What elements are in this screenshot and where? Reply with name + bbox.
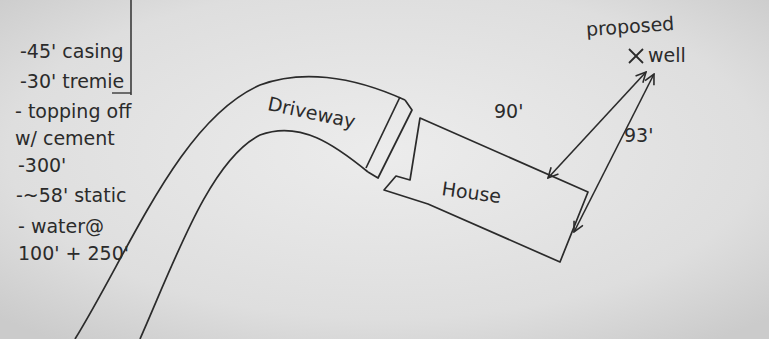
driveway-outline bbox=[368, 100, 412, 178]
well-note: -~58' static bbox=[16, 182, 216, 209]
node-label: Driveway bbox=[265, 90, 358, 135]
table-border bbox=[130, 0, 132, 95]
driveway-outline bbox=[366, 97, 400, 168]
distance-label: 93' bbox=[624, 122, 684, 149]
well-note: - water@ 100' + 250' bbox=[18, 213, 133, 267]
well-mark bbox=[629, 49, 643, 63]
well-note: - topping off w/ cement bbox=[15, 98, 140, 152]
house-outline bbox=[384, 118, 588, 262]
node-label: House bbox=[440, 175, 503, 210]
well-note: -300' bbox=[18, 152, 218, 179]
dimension-arrow bbox=[574, 74, 654, 232]
well-note: -45' casing bbox=[20, 38, 220, 65]
well-label: well bbox=[648, 42, 728, 69]
driveway-outline bbox=[140, 130, 368, 339]
well-mark bbox=[629, 49, 643, 63]
well-note: -30' tremie bbox=[20, 68, 220, 95]
table-border bbox=[112, 92, 131, 93]
distance-label: 90' bbox=[494, 98, 554, 125]
house-footprint: House bbox=[375, 105, 615, 270]
